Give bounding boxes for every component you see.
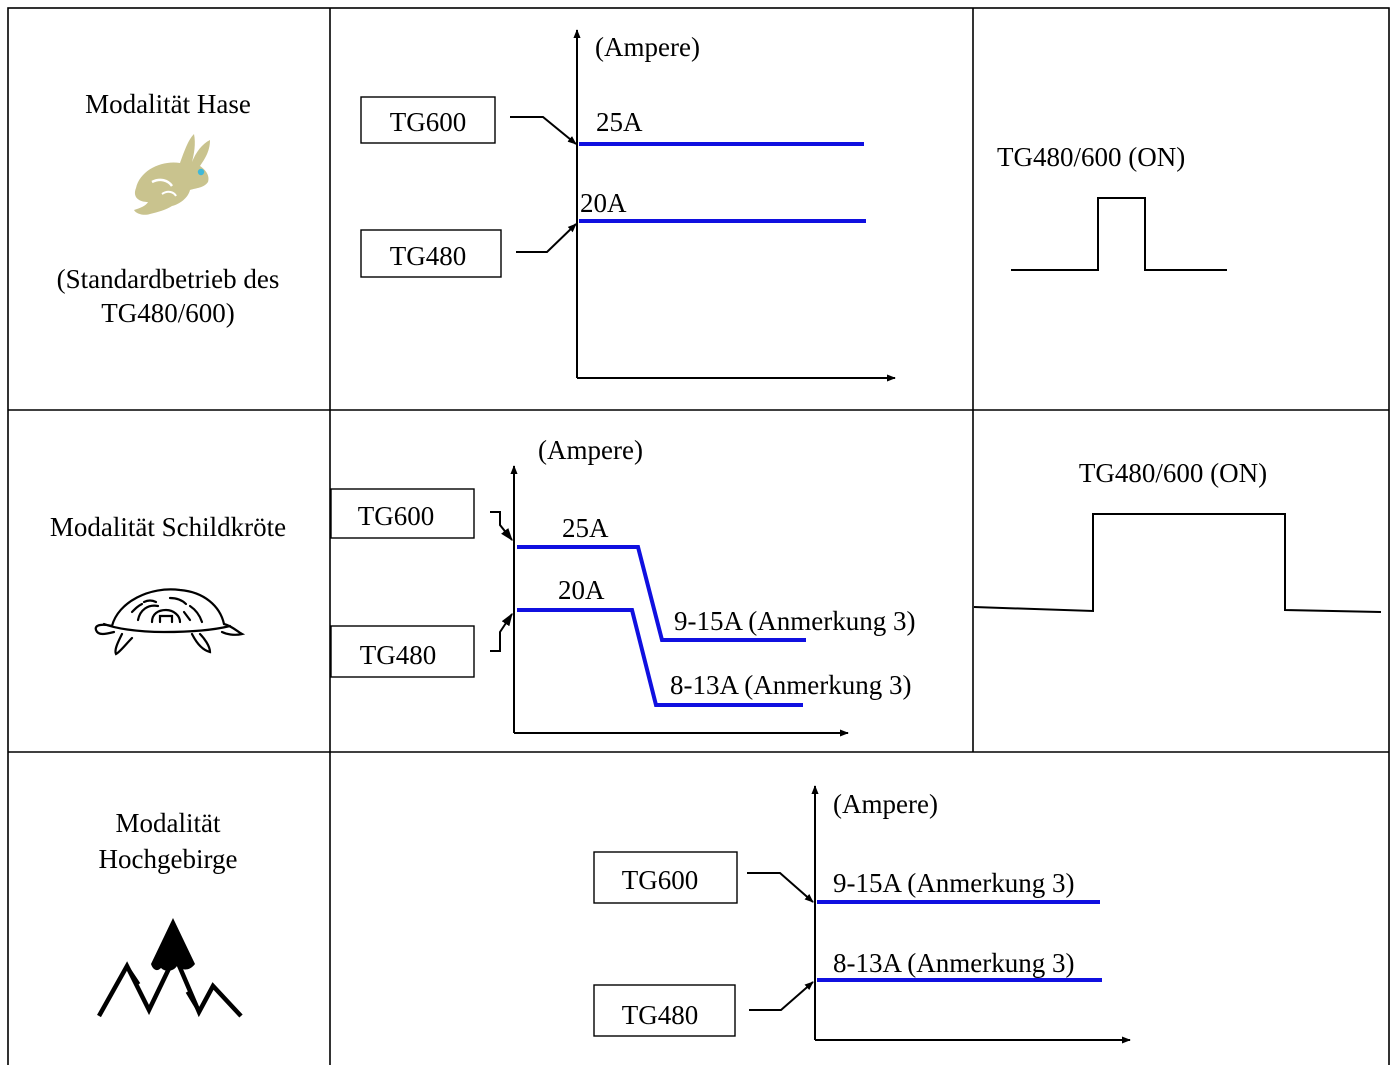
tg480-current-high-label: 20A (558, 575, 605, 605)
tg480-box (330, 625, 475, 678)
tg600-box (330, 488, 475, 539)
tg480-label: TG480 (360, 640, 437, 670)
row-hochgebirge: Modalität Hochgebirge (Ampere) 9-15A (An… (97, 785, 1131, 1044)
tg480-current-line (517, 608, 803, 707)
on-signal-pulse (1011, 197, 1227, 271)
tg480-current-label: 8-13A (Anmerkung 3) (833, 948, 1074, 978)
tg480-pointer-arrow (749, 981, 814, 1011)
y-unit-label: (Ampere) (538, 435, 643, 465)
tg480-pointer-arrow (490, 612, 513, 652)
mode-label-schildkroete: Modalität Schildkröte (50, 512, 286, 542)
tg600-pointer-arrow (490, 511, 513, 542)
tg480-label: TG480 (390, 241, 467, 271)
tg600-label: TG600 (622, 865, 699, 895)
tg480-box (593, 984, 736, 1037)
on-signal-pulse (973, 513, 1382, 613)
tg600-pointer-arrow (747, 872, 814, 903)
signal-label: TG480/600 (ON) (997, 142, 1185, 172)
mode-label-hochgebirge-line1: Modalität (116, 808, 221, 838)
y-unit-label: (Ampere) (833, 789, 938, 819)
mode-note-hase-line2: TG480/600) (101, 298, 234, 328)
row-schildkroete: Modalität Schildkröte (Ampere) 25A 20A 9… (50, 435, 1382, 737)
tg600-current-high-label: 25A (562, 513, 609, 543)
tg600-label: TG600 (390, 107, 467, 137)
turtle-icon (94, 588, 246, 656)
tg600-current-low-label: 9-15A (Anmerkung 3) (674, 606, 915, 636)
mode-note-hase-line1: (Standardbetrieb des (57, 264, 280, 294)
tg480-box (360, 229, 502, 278)
tg480-current-low-label: 8-13A (Anmerkung 3) (670, 670, 911, 700)
row-hase: Modalität Hase (Standardbetrieb des TG48… (57, 29, 1227, 382)
mountain-icon (97, 918, 243, 1018)
tg480-pointer-arrow (516, 223, 577, 253)
signal-label: TG480/600 (ON) (1079, 458, 1267, 488)
rabbit-icon (134, 134, 210, 215)
tg600-current-line (517, 545, 806, 642)
table-grid (7, 7, 1390, 1065)
mode-label-hochgebirge-line2: Hochgebirge (99, 844, 238, 874)
tg600-label: TG600 (358, 501, 435, 531)
tg600-pointer-arrow (510, 116, 577, 145)
y-unit-label: (Ampere) (595, 32, 700, 62)
mode-label-hase: Modalität Hase (85, 89, 251, 119)
tg600-box (360, 96, 496, 144)
tg480-current-label: 20A (580, 188, 627, 218)
tg600-current-label: 25A (596, 107, 643, 137)
tg600-current-label: 9-15A (Anmerkung 3) (833, 868, 1074, 898)
tg480-label: TG480 (622, 1000, 699, 1030)
tg600-box (593, 851, 738, 904)
